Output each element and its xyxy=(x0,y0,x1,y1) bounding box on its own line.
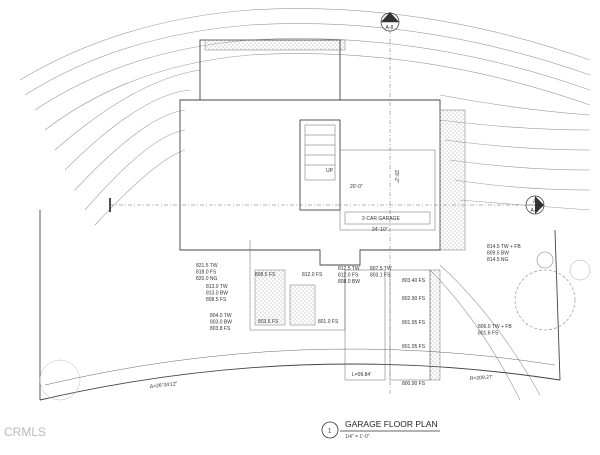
spot-elevation: 801.0 FS xyxy=(318,319,339,325)
spot-elevations: 808.5 FS 812.0 FS 803.6 FS 801.0 FS 803.… xyxy=(255,272,426,387)
spot-elevation: 801.95 FS xyxy=(402,320,426,326)
garage-depth-dim: 20'-2" xyxy=(393,170,399,183)
building-footprint xyxy=(179,39,466,381)
tree-symbols xyxy=(39,251,591,401)
section-cut-lines xyxy=(109,30,525,395)
spot-elevation: 803.6 FS xyxy=(258,319,279,325)
spot-elevation: 800.90 FS xyxy=(402,381,426,387)
room-labels: 2-CAR GARAGE 24'-10" 20'-2" 20'-0" UP xyxy=(326,168,400,233)
curve-radius: R=209.27' xyxy=(470,374,493,382)
stair-up-label: UP xyxy=(326,168,334,174)
section-marker-right[interactable]: A A-8 xyxy=(525,195,545,215)
view-number: 1 xyxy=(328,429,332,435)
section-marker-right-sheet: A-8 xyxy=(531,208,539,214)
section-marker-top-letter: B xyxy=(388,16,392,22)
curve-delta: Δ=26°34'12" xyxy=(150,381,178,390)
side-dim: 20'-0" xyxy=(350,184,363,190)
view-number-bubble xyxy=(321,421,339,439)
spot-elevation: 808.5 FS xyxy=(255,272,276,278)
section-marker-right-letter: A xyxy=(533,199,537,205)
street-curve xyxy=(39,210,561,401)
stair-treads xyxy=(305,134,335,166)
garage-width-dim: 24'-10" xyxy=(372,227,388,233)
section-marker-top[interactable]: B A-8 xyxy=(380,12,400,32)
spot-elevation: 803.40 FS xyxy=(402,278,426,284)
topography-contours xyxy=(19,8,591,401)
spot-elevation: 812.0 FS xyxy=(302,272,323,278)
curve-labels: L=99.84' Δ=26°34'12" R=209.27' xyxy=(150,372,493,390)
spot-elevation: 802.90 FS xyxy=(402,296,426,302)
spot-elevation: 801.05 FS xyxy=(402,344,426,350)
drawing-title: GARAGE FLOOR PLAN xyxy=(345,419,438,429)
drawing-title-block: 1 GARAGE FLOOR PLAN 1/4" = 1'-0" xyxy=(321,419,440,440)
drawing-scale: 1/4" = 1'-0" xyxy=(345,434,370,440)
watermark: CRMLS xyxy=(4,425,46,439)
garage-label: 2-CAR GARAGE xyxy=(362,216,400,222)
section-marker-top-sheet: A-8 xyxy=(386,25,394,31)
curve-length: L=99.84' xyxy=(352,372,371,378)
